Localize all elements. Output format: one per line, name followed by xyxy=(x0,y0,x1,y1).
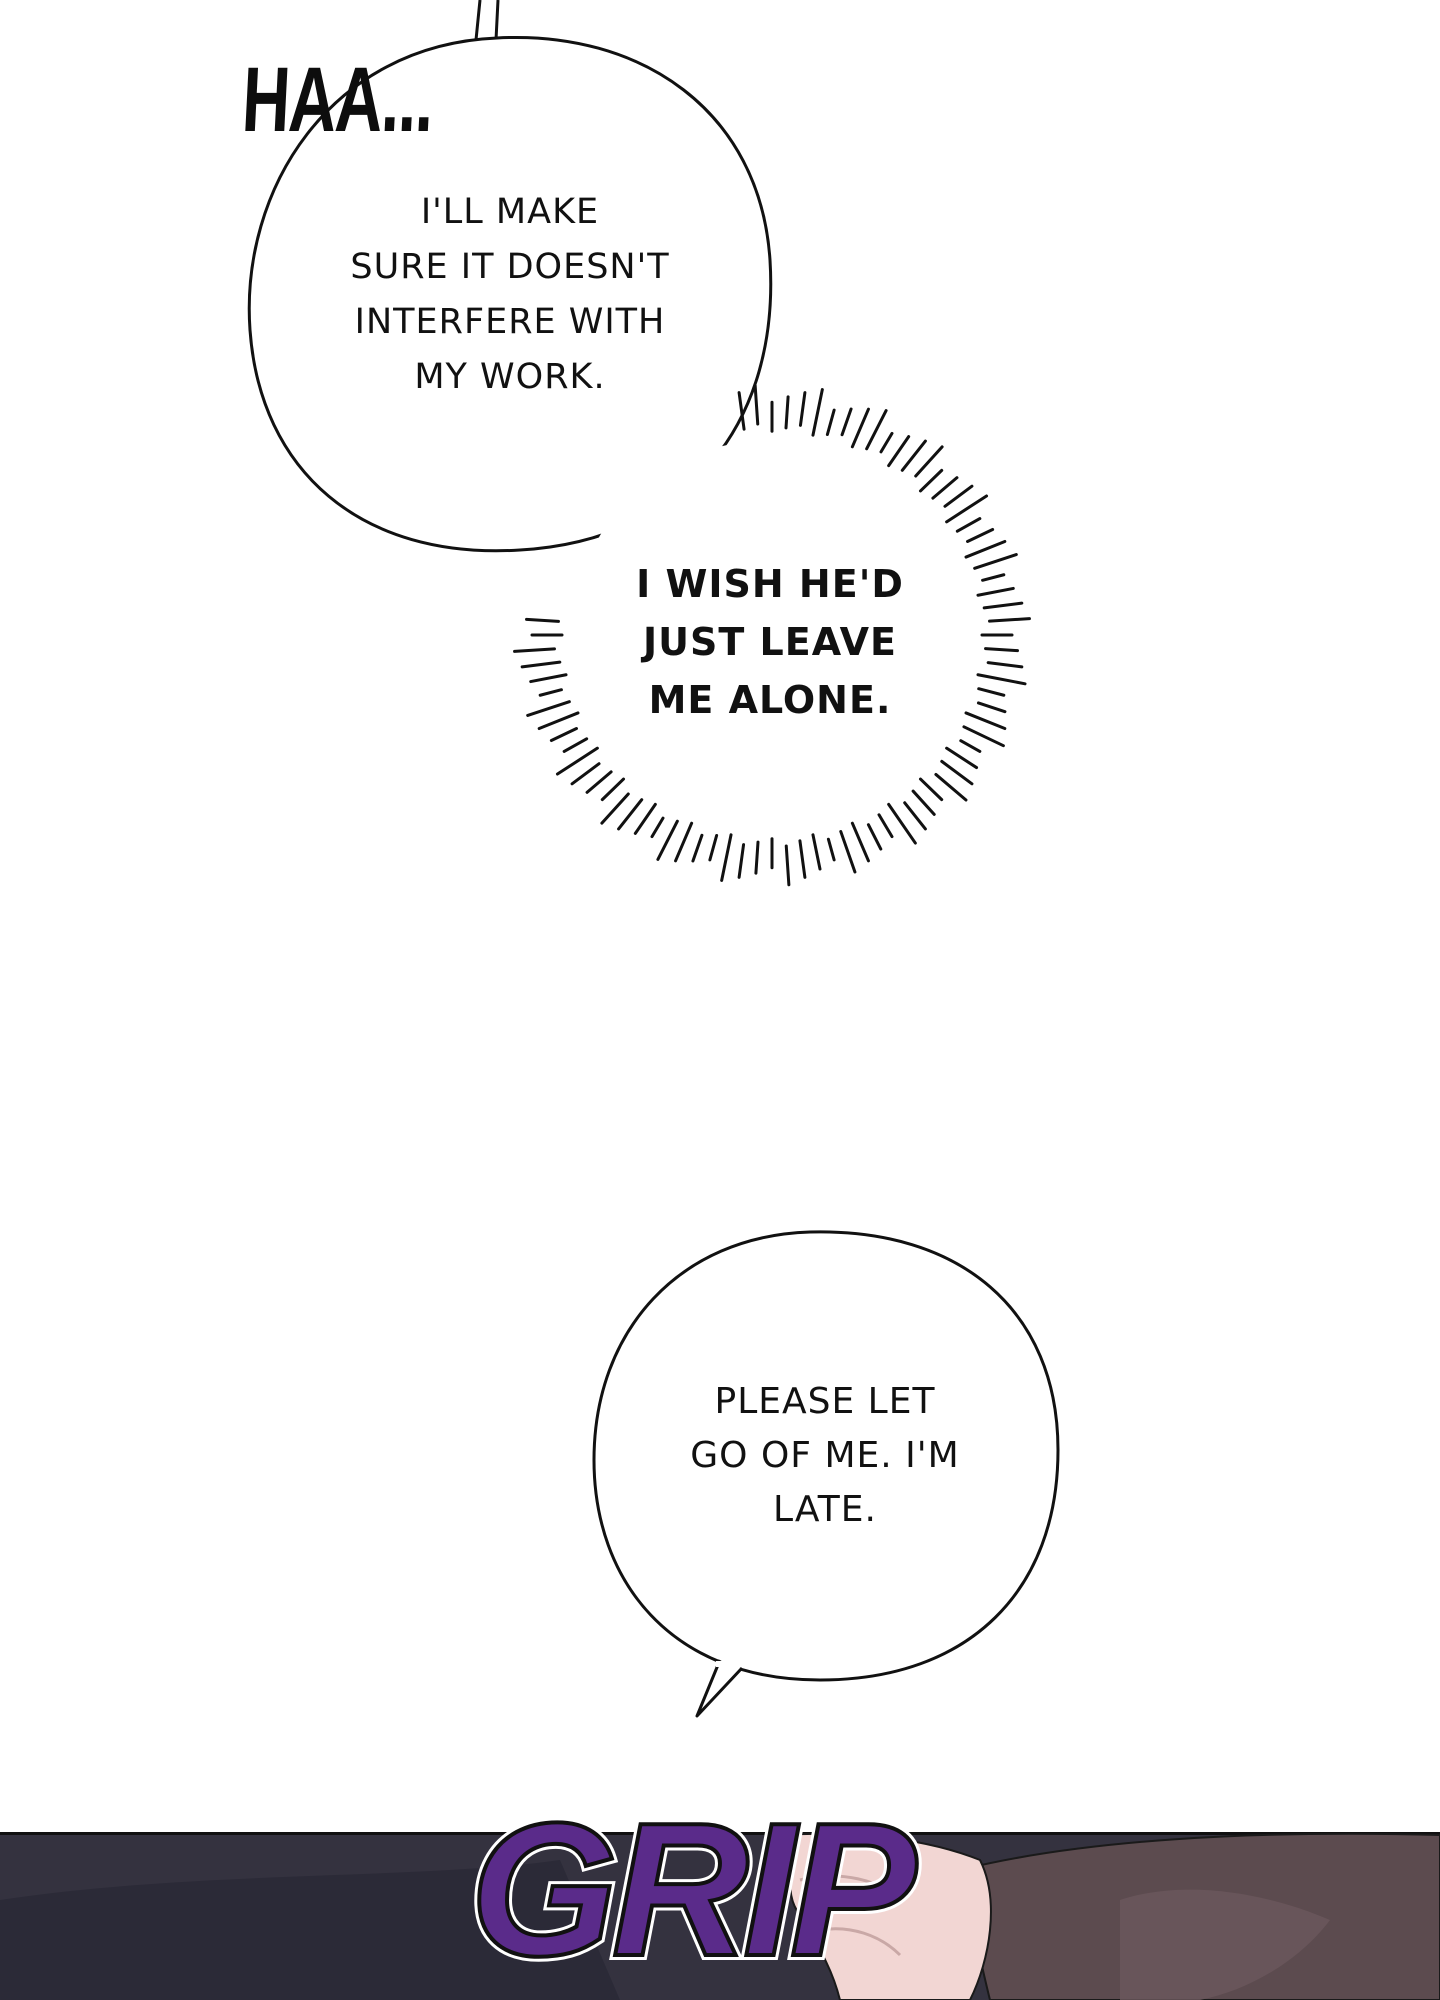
burst-line xyxy=(562,737,589,753)
burst-line xyxy=(911,789,936,816)
burst-line xyxy=(754,840,760,875)
burst-line xyxy=(981,573,1006,582)
speech-bubble-2 xyxy=(592,1230,1060,1682)
burst-line xyxy=(982,601,1024,610)
burst-line xyxy=(879,431,894,454)
thought-bubble xyxy=(572,440,972,830)
burst-line xyxy=(903,801,927,831)
burst-line xyxy=(918,468,944,493)
sfx-grip: GRIP xyxy=(468,1784,919,1996)
burst-line xyxy=(934,772,968,802)
burst-line xyxy=(945,746,979,770)
burst-line xyxy=(959,739,982,753)
sfx-grip-outline: GRIP xyxy=(465,1784,922,1996)
burst-line xyxy=(784,395,790,430)
bottom-panel xyxy=(0,1832,1440,2000)
burst-line xyxy=(976,701,1007,714)
burst-line xyxy=(650,816,665,839)
burst-line xyxy=(977,687,1006,697)
burst-line xyxy=(737,391,746,431)
thought-bubble-text: I WISH HE'D JUST LEAVE ME ALONE. xyxy=(636,562,904,722)
burst-line xyxy=(720,833,733,882)
burst-line xyxy=(962,725,1005,748)
burst-line xyxy=(585,770,613,794)
burst-line xyxy=(525,617,560,623)
burst-line xyxy=(865,409,888,451)
burst-line xyxy=(784,844,791,887)
burst-line xyxy=(973,553,1018,570)
speech-bubble-1-tail xyxy=(474,0,500,42)
burst-line xyxy=(931,476,959,500)
burst-line xyxy=(914,445,944,478)
burst-line xyxy=(549,727,578,743)
speech-bubble-1-text: I'LL MAKE SURE IT DOESN'T INTERFERE WITH… xyxy=(350,192,670,397)
burst-line xyxy=(984,647,1019,653)
burst-line xyxy=(964,711,1007,731)
burst-line xyxy=(617,798,644,831)
burst-line xyxy=(964,539,1007,559)
burst-line xyxy=(708,834,719,862)
burst-line xyxy=(737,843,746,879)
burst-line xyxy=(877,813,894,839)
burst-line xyxy=(513,647,556,653)
burst-line xyxy=(900,439,927,472)
burst-line xyxy=(753,383,760,426)
burst-line xyxy=(945,494,989,524)
burst-line xyxy=(850,821,870,863)
burst-line xyxy=(839,830,857,874)
burst-line xyxy=(633,802,657,835)
burst-line xyxy=(600,777,626,802)
burst-line xyxy=(537,711,580,731)
burst-line xyxy=(529,673,568,684)
burst-line xyxy=(850,407,870,449)
burst-line xyxy=(570,762,601,786)
speech-bubble-1 xyxy=(247,35,773,553)
burst-line xyxy=(798,391,807,427)
burst-line xyxy=(520,660,562,669)
burst-line xyxy=(811,388,824,437)
burst-line xyxy=(940,759,974,786)
burst-line xyxy=(538,688,563,697)
burst-line xyxy=(691,833,704,863)
burst-line xyxy=(976,673,1027,686)
burst-line xyxy=(826,837,836,862)
burst-line xyxy=(866,823,883,851)
speech-bubble-2-tail xyxy=(695,1659,744,1718)
sfx-sigh: HAA... xyxy=(239,49,436,151)
burst-line xyxy=(986,661,1024,669)
burst-line xyxy=(600,792,630,825)
burst-line xyxy=(887,802,917,845)
burst-line xyxy=(674,821,694,863)
burst-line xyxy=(955,517,982,533)
burst-line xyxy=(656,819,679,861)
speech-bubble-2-text: PLEASE LET GO OF ME. I'M LATE. xyxy=(690,1381,960,1530)
burst-line xyxy=(918,777,944,802)
burst-line xyxy=(526,700,571,717)
burst-line xyxy=(811,833,822,871)
burst-line xyxy=(825,408,836,436)
burst-line xyxy=(943,484,974,508)
thought-bubble-burst xyxy=(513,383,1031,887)
burst-line xyxy=(555,746,599,776)
burst-line xyxy=(840,407,853,437)
burst-line xyxy=(966,527,995,543)
burst-line xyxy=(988,617,1031,623)
burst-line xyxy=(976,586,1015,597)
burst-line xyxy=(887,435,911,468)
burst-line xyxy=(798,839,807,879)
